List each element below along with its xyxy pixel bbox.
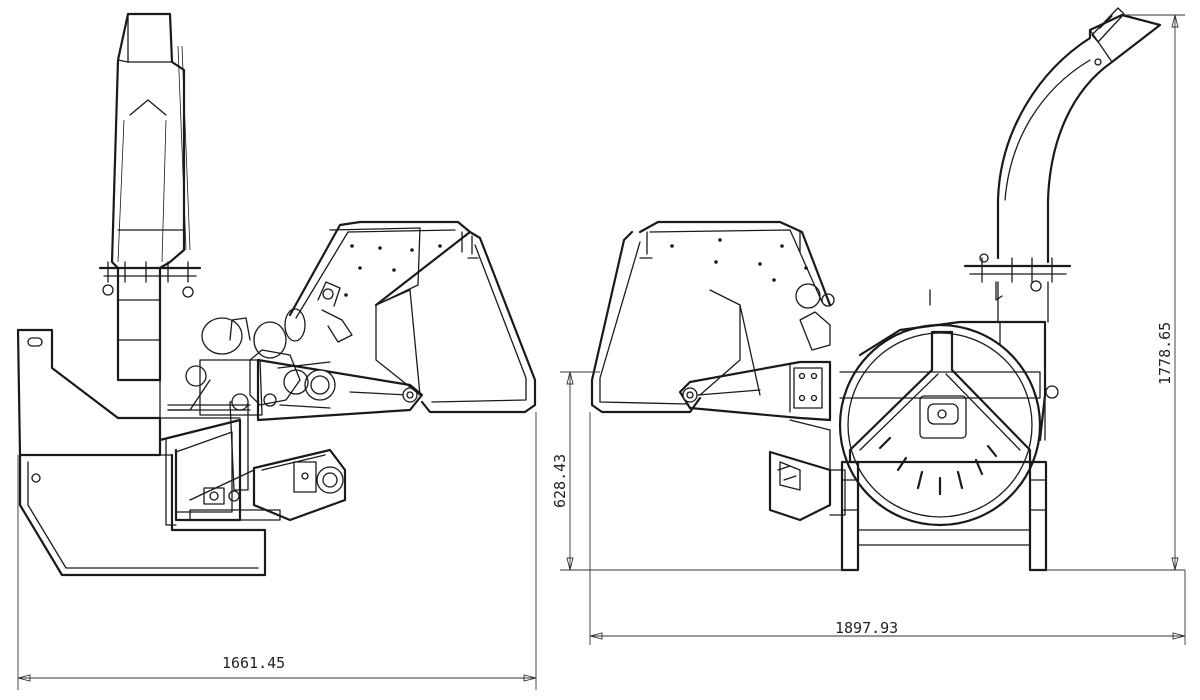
left-length-dimension bbox=[17, 412, 537, 690]
right-hydraulic-motor bbox=[768, 419, 846, 522]
right-feed-arm bbox=[678, 360, 832, 422]
left-discharge-chute bbox=[98, 12, 202, 382]
left-side-view bbox=[16, 12, 537, 690]
left-housing bbox=[16, 328, 267, 577]
right-rear-view bbox=[560, 7, 1186, 645]
dimension-side-length: 1661.45 bbox=[222, 654, 285, 672]
flywheel-slots bbox=[878, 436, 998, 496]
dimension-total-height: 1778.65 bbox=[1156, 322, 1174, 385]
right-infeed-hopper bbox=[590, 220, 835, 414]
left-frame bbox=[158, 317, 263, 526]
dimension-rear-length: 1897.93 bbox=[835, 619, 898, 637]
right-support-legs bbox=[840, 460, 1048, 572]
dimension-table-height: 628.43 bbox=[551, 454, 569, 508]
left-hydraulic-motor bbox=[189, 448, 347, 522]
left-infeed-hopper bbox=[229, 220, 537, 414]
left-feed-arm bbox=[249, 308, 424, 422]
right-dimension-lines bbox=[560, 14, 1186, 645]
right-flywheel-housing bbox=[838, 320, 1059, 527]
right-discharge-chute bbox=[929, 7, 1162, 323]
